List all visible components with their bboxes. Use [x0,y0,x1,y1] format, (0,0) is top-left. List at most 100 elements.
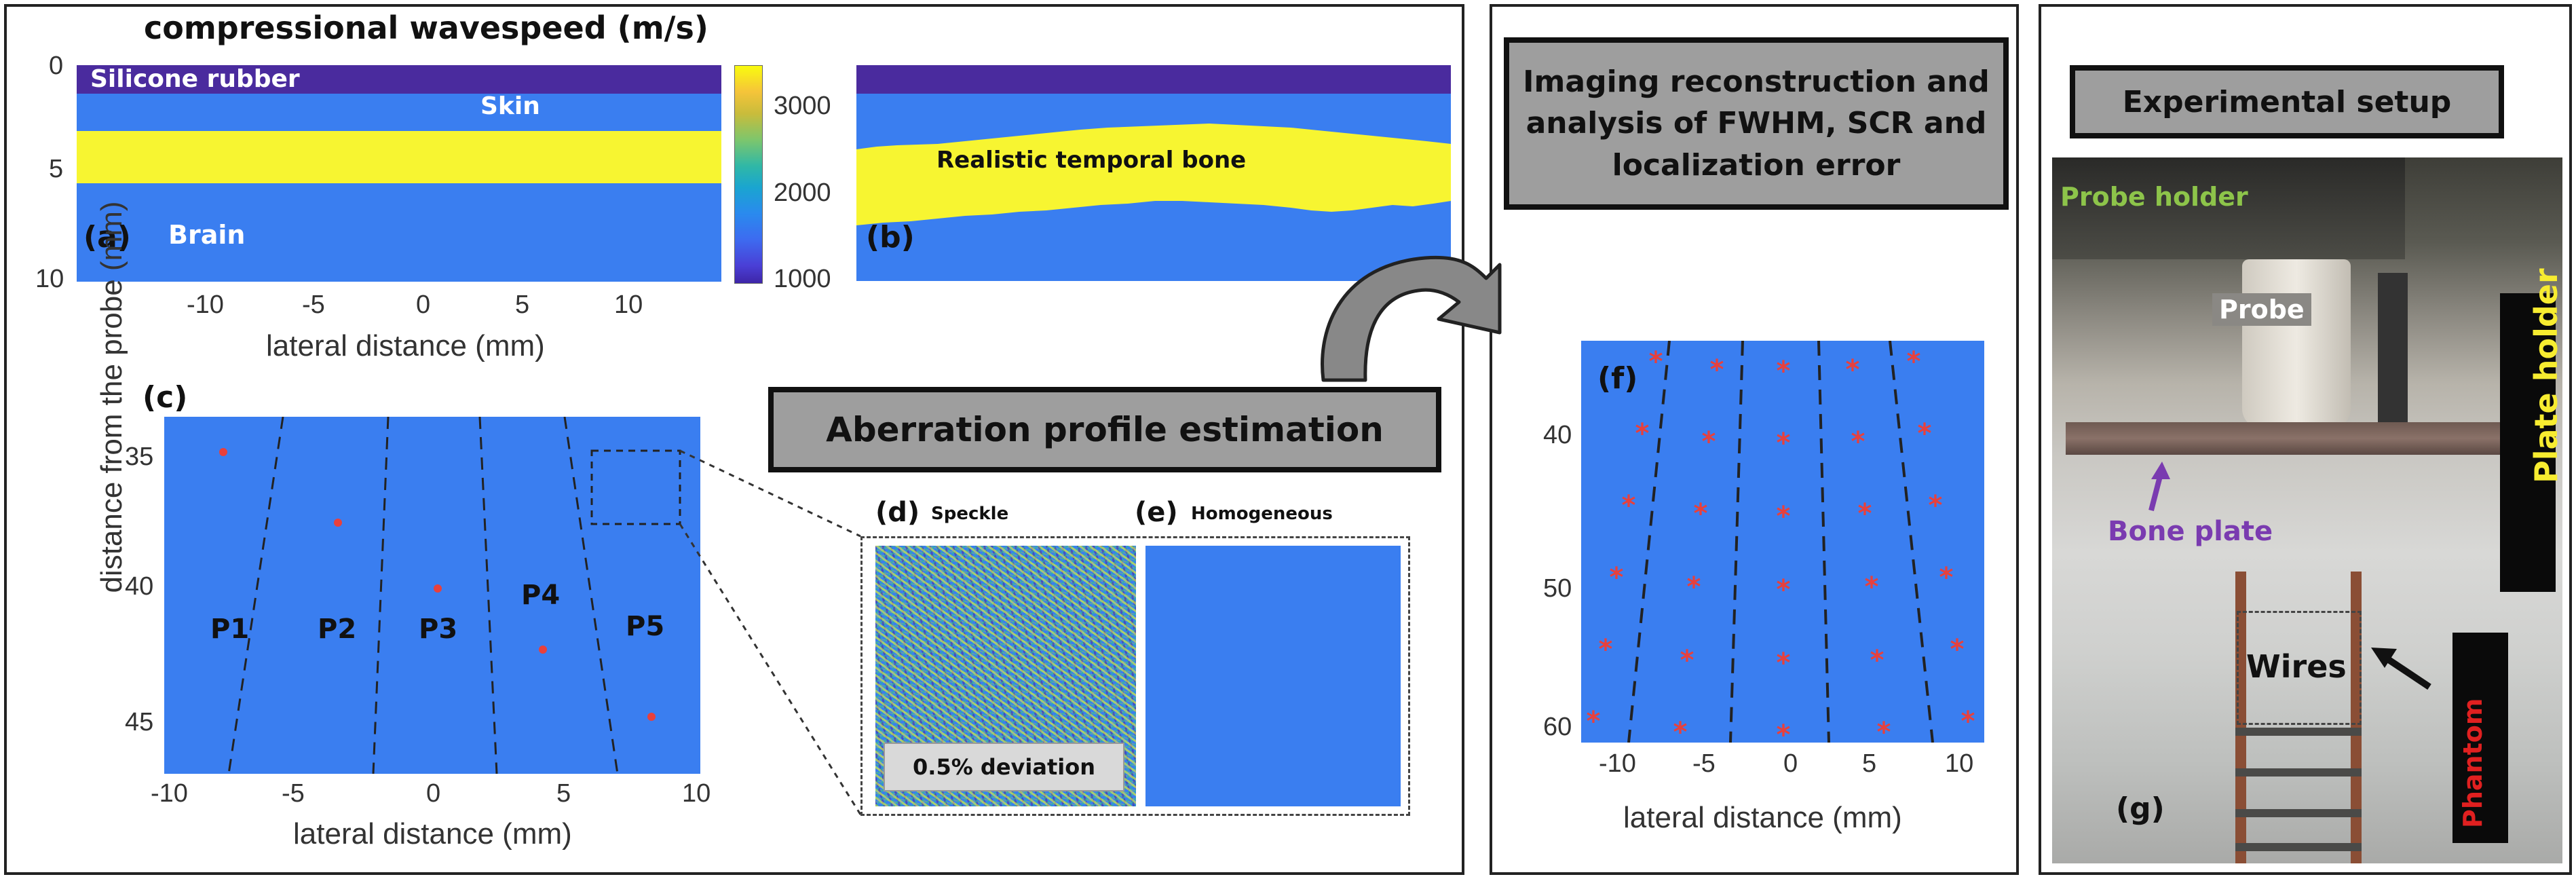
bone-plate-arrow [2148,462,2170,512]
panel-e-title: Homogeneous [1191,504,1333,524]
temporal-bone-shape [856,124,1451,225]
wire-rung-4 [2235,843,2362,851]
panel-f-xtick-10: 10 [1945,749,1974,778]
svg-text:*: * [1610,562,1624,593]
point-target-4 [539,646,547,654]
panel-a-xtick-10: 10 [614,291,643,319]
panel-g-letter: (g) [2116,791,2165,826]
deviation-label: 0.5% deviation [913,754,1095,780]
panel-f-overlay: ***** ***** ***** ***** ***** ***** [1587,341,1975,743]
panel-a-letter: (a) [83,220,131,255]
svg-text:*: * [1587,706,1601,737]
panel-c-x-label: lateral distance (mm) [293,817,572,850]
svg-text:*: * [1950,634,1965,665]
panel-c-ytick-45: 45 [125,708,154,736]
panel-f-xtick-0: 0 [1783,749,1798,778]
svg-text:*: * [1907,346,1921,377]
panel-c-ytick-35: 35 [125,443,154,471]
plate-holder-bar [2500,293,2556,592]
svg-text:*: * [1680,645,1694,676]
svg-text:*: * [1929,490,1943,521]
zoom-detail-frame [860,536,1410,816]
panel-c-letter: (c) [143,380,188,415]
left-panel-frame [4,4,1464,875]
panel-a-xtick-m10: -10 [187,291,224,319]
zoom-roi [590,449,681,525]
svg-text:*: * [1877,717,1891,743]
photo-arrows [2148,462,2431,690]
wire-rung-1 [2235,728,2362,736]
wire-rung-3 [2235,809,2362,817]
svg-text:*: * [1687,572,1701,603]
bone-layer [77,131,721,183]
panel-f-xtick-m10: -10 [1599,749,1636,778]
svg-text:*: * [1777,574,1791,605]
svg-text:*: * [1599,634,1613,665]
setup-photo [2052,157,2562,863]
svg-text:*: * [1649,346,1663,377]
svg-text:*: * [1918,418,1932,449]
homogeneous-map [1145,546,1401,806]
panel-a-map: Silicone rubber Skin Brain (a) [77,65,721,282]
point-target-2 [334,519,342,527]
f-boundary-3 [1817,341,1830,743]
panel-b-letter: (b) [866,220,915,255]
silicone-label: Silicone rubber [90,65,300,93]
point-target-3 [434,584,442,593]
patch-label-p2: P2 [318,614,357,645]
panel-a-ytick-10: 10 [35,265,64,293]
probe-holder-label: Probe holder [2060,182,2248,212]
panel-f-letter: (f) [1597,361,1638,396]
svg-text:*: * [1710,354,1724,386]
deviation-badge: 0.5% deviation [884,743,1124,791]
panel-f-x-label: lateral distance (mm) [1623,801,1902,834]
curved-arrow [1321,255,1502,382]
panel-a-ytick-5: 5 [49,155,64,183]
point-target-5 [647,713,656,721]
wire-rung-2 [2235,768,2362,777]
colorbar-tick-3000: 3000 [774,92,831,120]
patch-label-p4: P4 [521,580,561,611]
silicone-layer [77,65,721,94]
svg-text:*: * [1622,490,1636,521]
panel-f-plot: ***** ***** ***** ***** ***** ***** (f) [1581,341,1984,743]
svg-text:*: * [1777,648,1791,679]
experimental-setup-box: Experimental setup [2070,65,2504,138]
panel-f-ytick-50: 50 [1543,574,1572,603]
panel-a-x-label: lateral distance (mm) [266,329,545,362]
svg-text:*: * [1870,645,1884,676]
svg-text:*: * [1673,717,1688,743]
phantom-label: Phantom [2458,698,2488,828]
panel-c-xtick-5: 5 [556,779,571,808]
imaging-reconstruction-box: Imaging reconstruction and analysis of F… [1504,37,2009,210]
colorbar-tick-1000: 1000 [774,265,831,293]
bone-plate-label: Bone plate [2108,516,2273,547]
probe-holder-block [2052,157,2405,259]
panel-a-ytick-0: 0 [49,52,64,80]
probe-label: Probe [2212,293,2311,326]
panel-a-xtick-0: 0 [416,291,431,319]
skin-label: Skin [480,92,540,120]
f-boundary-2 [1729,341,1744,743]
right-panel-frame [2039,4,2572,875]
aberration-profile-box: Aberration profile estimation [768,387,1441,472]
skin-layer [77,94,721,131]
panel-c-xtick-10: 10 [682,779,711,808]
panel-c-xtick-m5: -5 [282,779,305,808]
phantom-arrow [2371,648,2431,690]
point-target-1 [219,448,227,456]
svg-text:*: * [1777,501,1791,532]
wire-frame-right [2351,572,2362,863]
panel-f-ytick-60: 60 [1543,713,1572,741]
panel-f-xtick-m5: -5 [1692,749,1716,778]
plate-holder-label: Plate holder [2528,268,2564,483]
svg-text:*: * [1635,418,1650,449]
svg-text:*: * [1702,426,1716,457]
panel-f-ytick-40: 40 [1543,421,1572,449]
f-targets: ***** ***** ***** ***** ***** ***** [1587,346,1975,743]
patch-label-p3: P3 [419,614,458,645]
panel-c-xtick-m10: -10 [151,779,188,808]
panel-a-xtick-5: 5 [515,291,530,319]
middle-panel-frame [1490,4,2019,875]
speckle-map: 0.5% deviation [875,546,1136,806]
